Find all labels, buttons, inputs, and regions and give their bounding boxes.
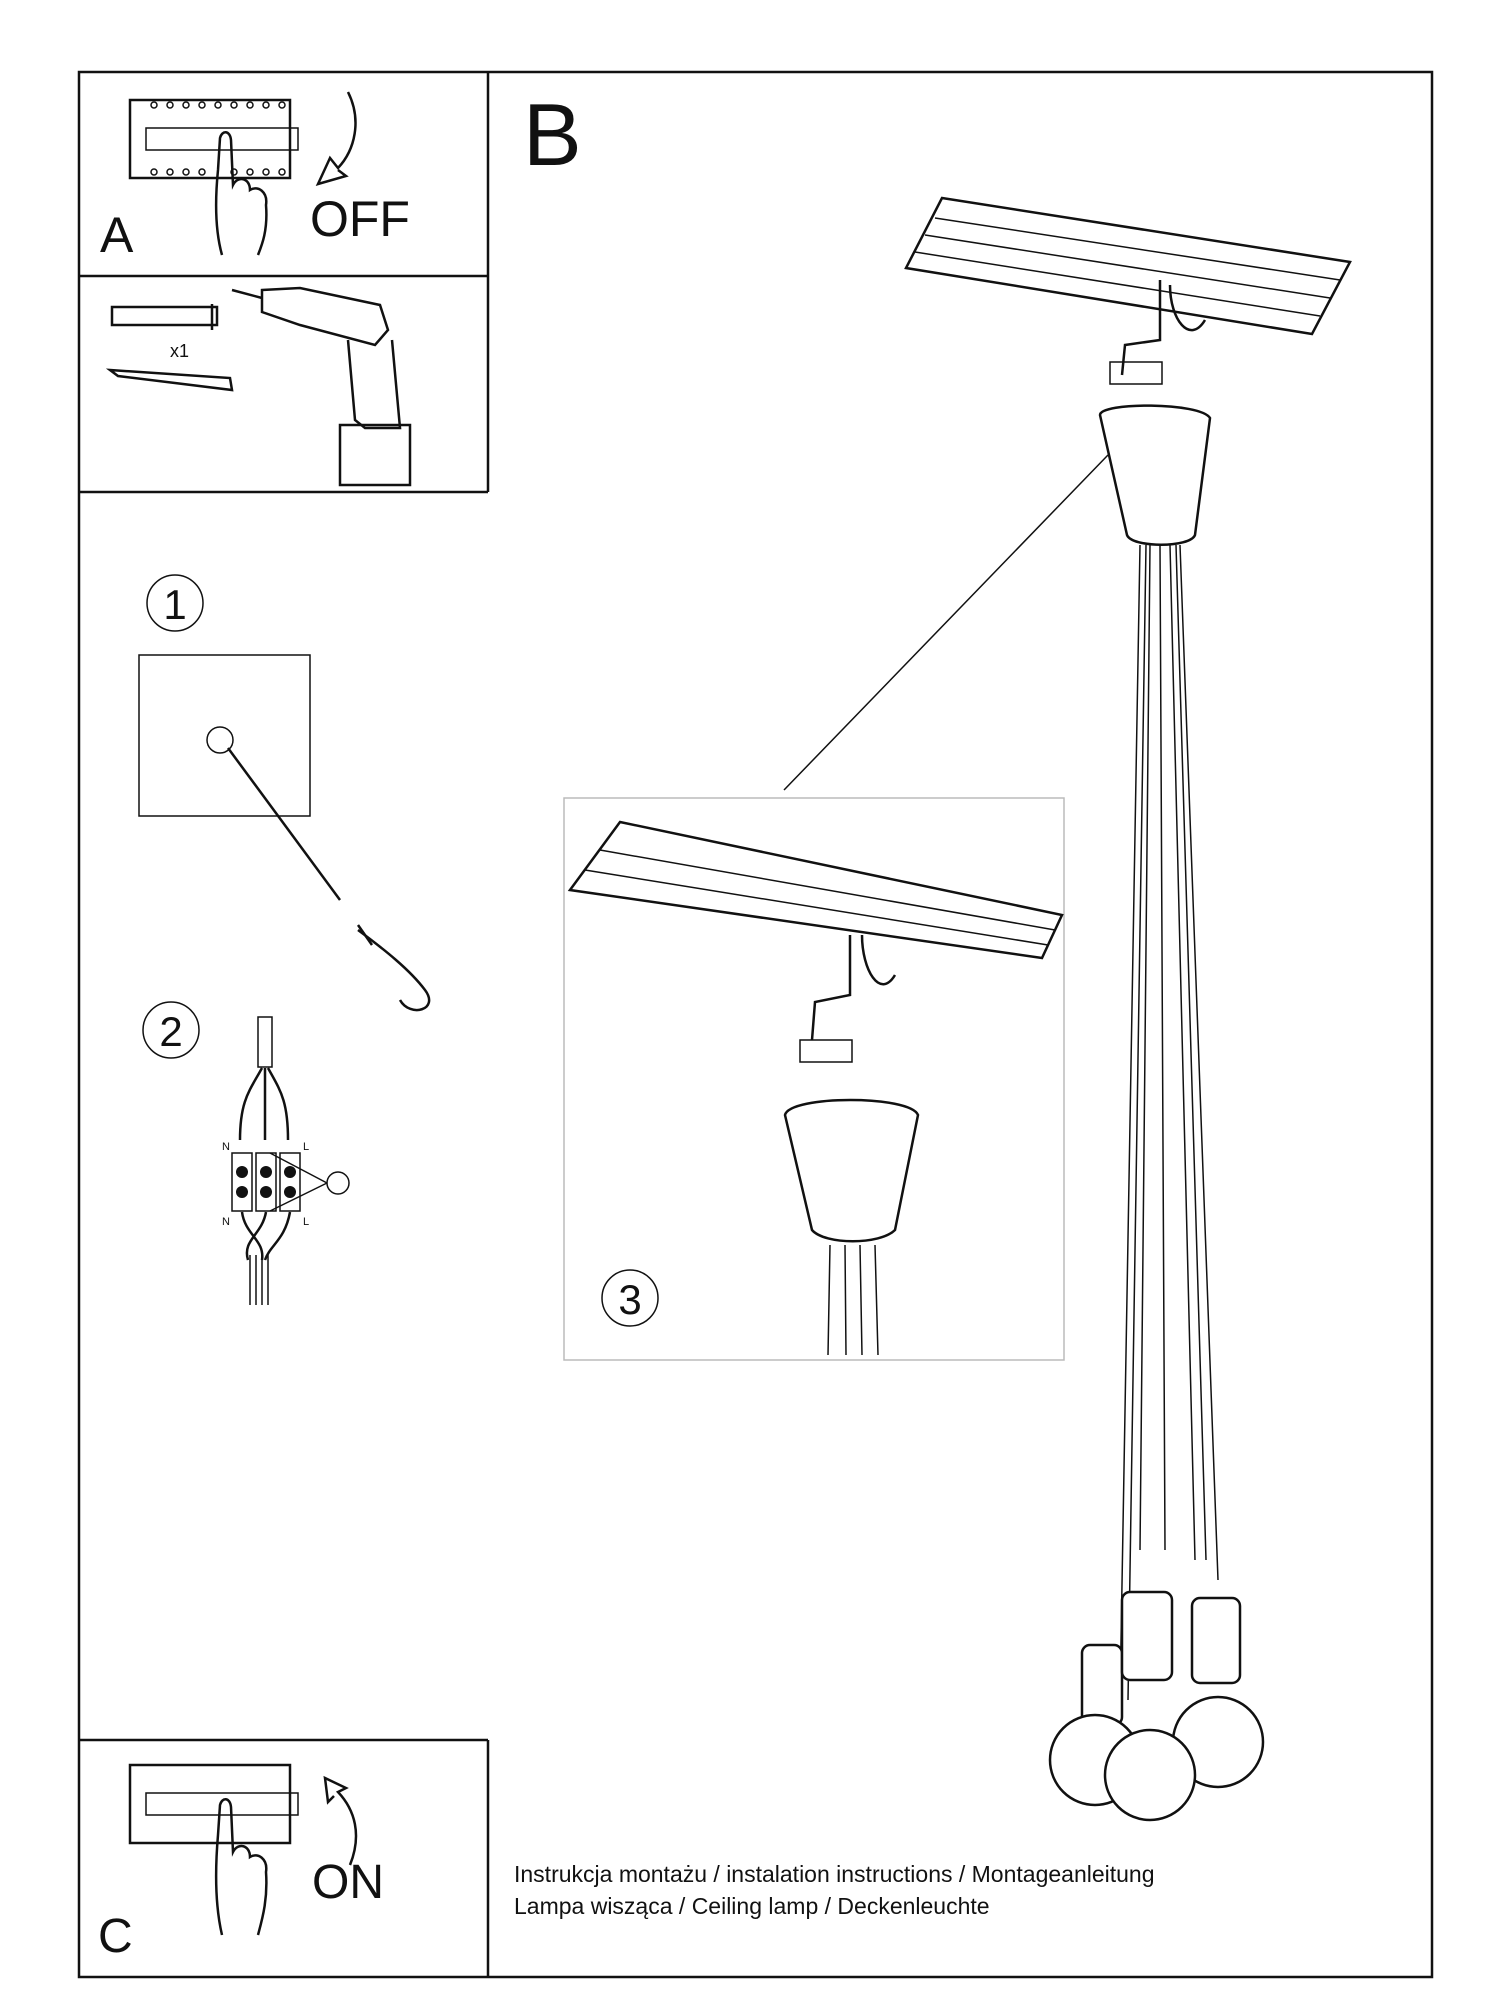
canopy-icon (1098, 404, 1212, 546)
step-3-number: 3 (618, 1276, 641, 1323)
arrow-up-icon (323, 1775, 358, 1866)
pendant-cables (1119, 544, 1219, 1701)
wall-square (138, 654, 311, 817)
footer-instructions-title: Instrukcja montażu / instalation instruc… (514, 1861, 1155, 1887)
detail-inset-frame (563, 797, 1065, 1361)
screw-icon (105, 368, 234, 392)
breaker-panel-icon (128, 98, 299, 180)
step-1-circle (146, 574, 204, 632)
on-label: ON (312, 1856, 384, 1909)
footer-product-name: Lampa wisząca / Ceiling lamp / Deckenleu… (514, 1893, 990, 1919)
panel-b-label: B (523, 85, 582, 184)
outer-frame (77, 70, 1434, 1979)
bulb-sockets-icon (1048, 1590, 1265, 1822)
inset-terminal-icon (799, 1039, 853, 1063)
panel-c-label: C (98, 1910, 133, 1963)
off-label: OFF (310, 191, 410, 247)
detail-pointer-line (783, 454, 1109, 791)
drill-hole-icon (206, 726, 234, 754)
inset-ceiling-plate-icon (567, 820, 1064, 960)
inset-canopy-icon (783, 1098, 920, 1243)
hand-on-icon (214, 1798, 268, 1936)
terminal-block-icon (1109, 361, 1163, 385)
inset-hook-icon (810, 934, 897, 1041)
hook-install-icon (226, 747, 431, 1012)
inset-cables (827, 1244, 879, 1356)
step-1-number: 1 (163, 581, 186, 628)
breaker-panel-on-icon (128, 1763, 299, 1845)
ceiling-plate-icon (904, 196, 1352, 336)
quantity-label: x1 (170, 341, 189, 361)
wall-plug-icon (110, 304, 219, 330)
neutral-label-top: N (222, 1141, 230, 1153)
arrow-down-icon (315, 91, 357, 186)
step-3-circle (601, 1269, 659, 1327)
ceiling-hook-icon (1120, 280, 1207, 376)
live-label-bottom: L (303, 1216, 309, 1228)
live-label-top: L (303, 1141, 309, 1153)
panel-a-label: A (100, 207, 134, 263)
hand-icon (214, 131, 268, 256)
neutral-label-bottom: N (222, 1216, 230, 1228)
step-2-number: 2 (159, 1008, 182, 1055)
drill-icon (231, 286, 412, 487)
step-2-circle (142, 1001, 200, 1059)
wiring-diagram-icon (231, 1016, 350, 1305)
